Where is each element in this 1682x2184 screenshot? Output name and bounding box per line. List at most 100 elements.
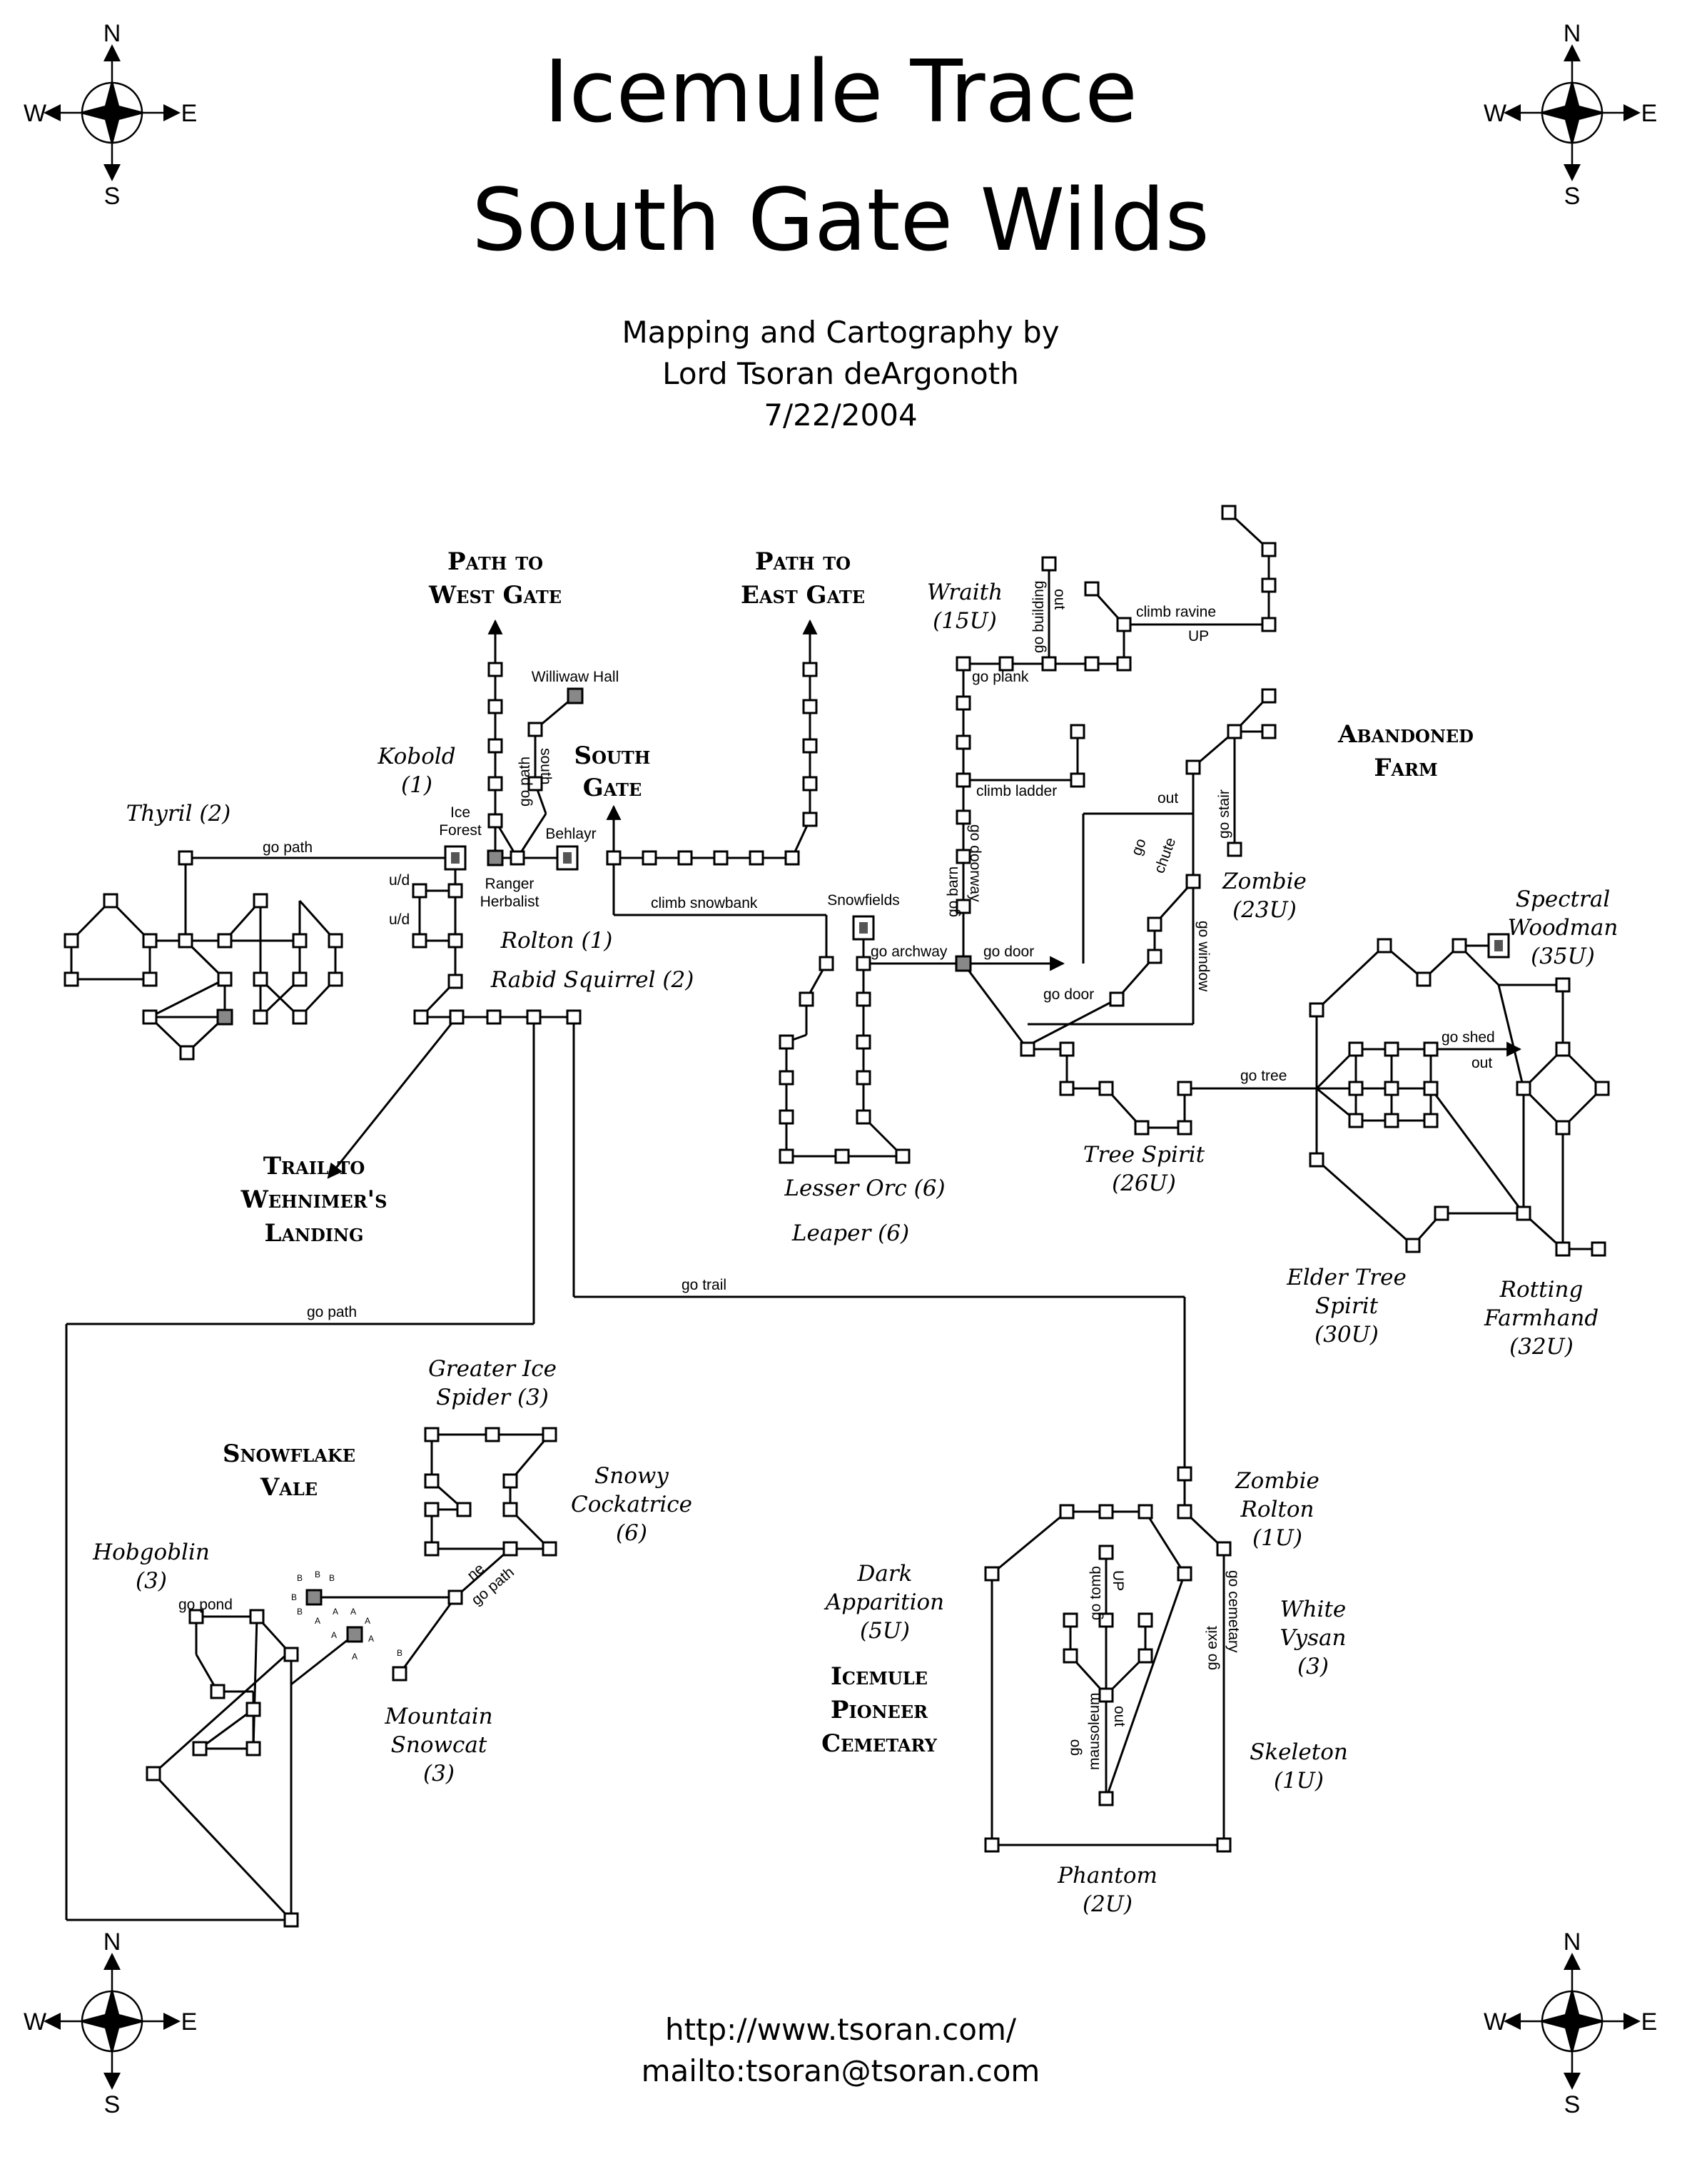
- place-ice-forest: Ice: [450, 804, 470, 821]
- region-path-west-gate: Path to: [447, 547, 543, 576]
- room-node: [956, 899, 971, 914]
- room-node: [413, 1009, 429, 1025]
- footer-url-link[interactable]: http://www.tsoran.com/: [665, 2012, 1017, 2047]
- room-node: [799, 991, 814, 1007]
- room-node: [1348, 1041, 1364, 1057]
- room-node: [178, 850, 193, 866]
- room-node: [1221, 505, 1237, 520]
- room-node: [749, 850, 764, 866]
- ab-markers: B B B B B A A A A A A A B: [291, 1569, 402, 1662]
- room-node: [895, 1148, 911, 1164]
- creature-hobgoblin-level: (3): [136, 1568, 167, 1594]
- creature-dark-apparition-2: Apparition: [824, 1589, 944, 1615]
- creature-spectral-woodman: Spectral: [1516, 886, 1610, 912]
- footer-mail-link[interactable]: mailto:tsoran@tsoran.com: [642, 2053, 1040, 2088]
- building-door-icon: [563, 852, 572, 864]
- svg-text:E: E: [181, 2008, 198, 2036]
- credit-date: 7/22/2004: [764, 398, 917, 433]
- junction-room-icon: [487, 849, 504, 866]
- room-node: [64, 971, 79, 987]
- junction-room-icon: [216, 1008, 233, 1026]
- room-node: [1261, 577, 1277, 593]
- room-node: [542, 1427, 557, 1442]
- room-node: [527, 722, 543, 737]
- room-node: [1041, 656, 1057, 672]
- conn-chute: chute: [1151, 836, 1179, 876]
- room-node: [1147, 949, 1162, 964]
- region-trail-wehnimers: Trail to: [263, 1152, 365, 1181]
- region-trail-wehnimers-3: Landing: [265, 1219, 364, 1248]
- conn-go-cemetary: go cemetary: [1225, 1570, 1242, 1653]
- room-node: [283, 1647, 299, 1662]
- room-node: [103, 893, 118, 909]
- svg-text:N: N: [1564, 1928, 1581, 1956]
- creature-greater-ice-spider-2: Spider (3): [436, 1385, 549, 1410]
- room-node: [1423, 1041, 1439, 1057]
- room-node: [642, 850, 657, 866]
- room-node: [984, 1837, 1000, 1853]
- room-node: [1261, 542, 1277, 557]
- creature-phantom: Phantom: [1057, 1863, 1157, 1889]
- conn-go-doorway: go doorway: [967, 824, 983, 902]
- place-ranger-herbalist: Ranger: [485, 876, 535, 892]
- ab-marker: A: [331, 1630, 337, 1640]
- room-node: [412, 933, 427, 949]
- room-node: [1059, 1504, 1075, 1520]
- room-node: [412, 883, 427, 899]
- place-ranger-herbalist-2: Herbalist: [480, 894, 539, 910]
- creature-elder-tree-spirit-level: (30U): [1314, 1322, 1379, 1348]
- room-node: [1348, 1081, 1364, 1096]
- creature-zombie-rolton: Zombie: [1235, 1468, 1319, 1494]
- place-behlayr: Behlayr: [545, 826, 596, 842]
- room-node: [178, 933, 193, 949]
- room-node: [253, 893, 268, 909]
- conn-up-tomb: UP: [1110, 1570, 1126, 1591]
- room-node: [1185, 759, 1201, 775]
- creature-rabid-squirrel: Rabid Squirrel (2): [490, 967, 694, 993]
- room-node: [210, 1684, 226, 1699]
- creature-elder-tree-spirit-2: Spirit: [1315, 1293, 1379, 1319]
- conn-climb-ladder: climb ladder: [976, 783, 1057, 799]
- creature-hobgoblin: Hobgoblin: [92, 1540, 210, 1565]
- room-node: [1138, 1648, 1153, 1664]
- room-node: [245, 1741, 261, 1756]
- room-node: [1138, 1612, 1153, 1628]
- credit-line1: Mapping and Cartography by: [622, 315, 1059, 350]
- room-node: [1423, 1113, 1439, 1128]
- room-node: [713, 850, 729, 866]
- room-node: [1555, 1241, 1571, 1257]
- creature-leaper: Leaper (6): [791, 1220, 909, 1246]
- ab-marker: B: [329, 1573, 335, 1583]
- creature-tree-spirit: Tree Spirit: [1083, 1142, 1205, 1168]
- conn-go-path-vale: go path: [307, 1304, 357, 1320]
- place-snowfields: Snowfields: [827, 892, 900, 909]
- room-node: [1063, 1612, 1078, 1628]
- conn-go: go: [1128, 836, 1150, 858]
- creature-mountain-snowcat-2: Snowcat: [391, 1732, 487, 1758]
- ab-marker: A: [333, 1607, 338, 1617]
- map-title-line2: South Gate Wilds: [472, 171, 1210, 271]
- region-snowflake-vale: Snowflake: [223, 1440, 355, 1468]
- room-node: [292, 971, 308, 987]
- room-node: [1377, 938, 1392, 954]
- creature-skeleton-level: (1U): [1274, 1768, 1324, 1794]
- creature-white-vysan-level: (3): [1297, 1654, 1329, 1679]
- room-node: [1555, 1120, 1571, 1136]
- building-door-icon: [859, 922, 868, 934]
- creature-white-vysan-2: Vysan: [1280, 1625, 1347, 1651]
- svg-text:W: W: [24, 2008, 46, 2036]
- creature-skeleton: Skeleton: [1250, 1739, 1348, 1765]
- creature-dark-apparition: Dark: [857, 1561, 913, 1587]
- room-node: [424, 1427, 440, 1442]
- svg-text:N: N: [103, 20, 121, 47]
- room-node: [606, 850, 622, 866]
- conn-climb-ravine: climb ravine: [1136, 604, 1216, 620]
- conn-out-building: out: [1051, 589, 1068, 610]
- ab-marker: A: [352, 1652, 358, 1662]
- room-node: [1555, 1041, 1571, 1057]
- room-node: [1384, 1081, 1399, 1096]
- conn-up: UP: [1188, 628, 1209, 644]
- room-node: [1059, 1041, 1075, 1057]
- svg-text:S: S: [1564, 2091, 1581, 2118]
- room-node: [217, 971, 233, 987]
